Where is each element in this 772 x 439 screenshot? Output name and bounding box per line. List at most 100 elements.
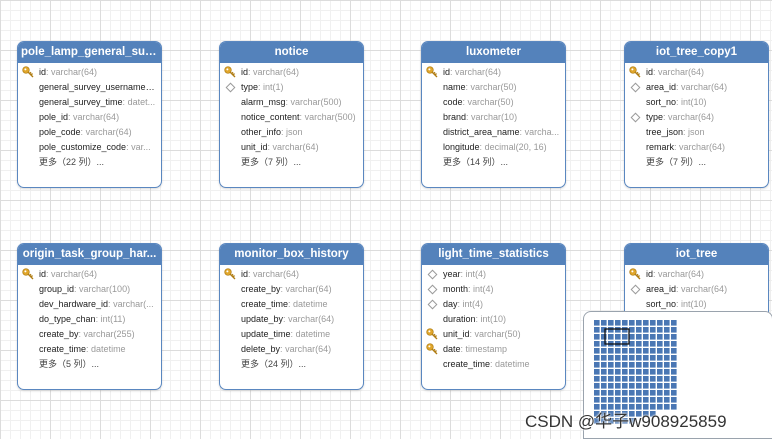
minimap-table-block: [594, 418, 600, 424]
field-row[interactable]: area_id: varchar(64): [625, 282, 768, 297]
field-row[interactable]: do_type_chan: int(11): [18, 312, 161, 327]
field-row[interactable]: pole_id: varchar(64): [18, 110, 161, 125]
field-row[interactable]: delete_by: varchar(64): [220, 342, 363, 357]
field-name: district_area_name: [443, 127, 520, 137]
field-name: general_survey_time: [39, 97, 123, 107]
minimap-table-block: [601, 369, 607, 375]
minimap-table-block: [650, 362, 656, 368]
minimap-table-block: [664, 348, 670, 354]
field-row[interactable]: notice_content: varchar(500): [220, 110, 363, 125]
field-row[interactable]: create_time: datetime: [422, 357, 565, 372]
field-row[interactable]: name: varchar(50): [422, 80, 565, 95]
field-row[interactable]: duration: int(10): [422, 312, 565, 327]
more-columns-link[interactable]: 更多（7 列）...: [241, 157, 302, 167]
field-row[interactable]: pole_code: varchar(64): [18, 125, 161, 140]
field-row[interactable]: sort_no: int(10): [625, 297, 768, 312]
minimap-table-block: [601, 411, 607, 417]
field-row[interactable]: brand: varchar(10): [422, 110, 565, 125]
field-row[interactable]: alarm_msg: varchar(500): [220, 95, 363, 110]
field-row[interactable]: unit_id: varchar(50): [422, 327, 565, 342]
minimap-table-block: [657, 348, 663, 354]
more-columns-link[interactable]: 更多（5 列）...: [39, 359, 100, 369]
more-columns-link[interactable]: 更多（24 列）...: [241, 359, 307, 369]
table-card[interactable]: notice id: varchar(64)type: int(1)alarm_m…: [219, 41, 364, 188]
primary-key-icon: [224, 66, 236, 78]
minimap-table-block: [650, 327, 656, 333]
minimap-table-block: [643, 404, 649, 410]
field-row[interactable]: id: varchar(64): [18, 65, 161, 80]
minimap-table-block: [594, 334, 600, 340]
minimap-viewport[interactable]: [604, 328, 630, 345]
minimap-table-block: [636, 334, 642, 340]
field-name: remark: [646, 142, 675, 152]
field-row[interactable]: update_time: datetime: [220, 327, 363, 342]
minimap-table-block: [608, 383, 614, 389]
field-row[interactable]: id: varchar(64): [220, 267, 363, 282]
more-columns-link[interactable]: 更多（7 列）...: [646, 157, 707, 167]
minimap-table-block: [657, 376, 663, 382]
field-row[interactable]: area_id: varchar(64): [625, 80, 768, 95]
field-row[interactable]: year: int(4): [422, 267, 565, 282]
field-row[interactable]: other_info: json: [220, 125, 363, 140]
field-row[interactable]: create_by: varchar(64): [220, 282, 363, 297]
field-row[interactable]: type: varchar(64): [625, 110, 768, 125]
field-type: timestamp: [465, 344, 508, 354]
more-columns-link[interactable]: 更多（22 列）...: [39, 157, 105, 167]
field-name: brand: [443, 112, 467, 122]
table-card[interactable]: origin_task_group_har...id: varchar(64)g…: [17, 243, 162, 390]
table-title: pole_lamp_general_sur...: [18, 42, 161, 63]
field-row[interactable]: type: int(1): [220, 80, 363, 95]
field-row[interactable]: dev_hardware_id: varchar(...: [18, 297, 161, 312]
field-row[interactable]: group_id: varchar(100): [18, 282, 161, 297]
field-row[interactable]: month: int(4): [422, 282, 565, 297]
field-row[interactable]: create_time: datetime: [18, 342, 161, 357]
field-row[interactable]: remark: varchar(64): [625, 140, 768, 155]
field-row[interactable]: general_survey_time: datet...: [18, 95, 161, 110]
field-row[interactable]: id: varchar(64): [625, 267, 768, 282]
field-row[interactable]: longitude: decimal(20, 16): [422, 140, 565, 155]
minimap-table-block: [615, 390, 621, 396]
field-type: varchar(50): [474, 329, 521, 339]
field-row[interactable]: code: varchar(50): [422, 95, 565, 110]
field-row[interactable]: date: timestamp: [422, 342, 565, 357]
minimap-table-block: [608, 362, 614, 368]
field-name: id: [39, 67, 47, 77]
field-row[interactable]: sort_no: int(10): [625, 95, 768, 110]
field-row[interactable]: pole_customize_code: var...: [18, 140, 161, 155]
field-row[interactable]: district_area_name: varcha...: [422, 125, 565, 140]
field-row[interactable]: general_survey_username: varchar(...: [18, 80, 161, 95]
field-row[interactable]: create_by: varchar(255): [18, 327, 161, 342]
minimap-table-block: [650, 404, 656, 410]
table-card[interactable]: pole_lamp_general_sur...id: varchar(64)g…: [17, 41, 162, 188]
field-type: varchar(500): [290, 97, 342, 107]
field-row[interactable]: id: varchar(64): [625, 65, 768, 80]
table-title: notice: [220, 42, 363, 63]
field-list: year: int(4)month: int(4)day: int(4)dura…: [422, 265, 565, 376]
minimap-table-block: [629, 327, 635, 333]
minimap-table-block: [650, 348, 656, 354]
field-row[interactable]: id: varchar(64): [220, 65, 363, 80]
minimap-view[interactable]: [584, 312, 772, 438]
field-row[interactable]: unit_id: varchar(64): [220, 140, 363, 155]
field-row[interactable]: tree_json: json: [625, 125, 768, 140]
field-type: varcha...: [524, 127, 560, 137]
field-row[interactable]: update_by: varchar(64): [220, 312, 363, 327]
minimap-table-block: [664, 320, 670, 326]
field-row[interactable]: day: int(4): [422, 297, 565, 312]
minimap-table-block: [594, 397, 600, 403]
minimap-table-block: [671, 390, 677, 396]
field-row[interactable]: create_time: datetime: [220, 297, 363, 312]
field-row[interactable]: id: varchar(64): [422, 65, 565, 80]
minimap-table-block: [636, 327, 642, 333]
field-type: varchar(10): [471, 112, 518, 122]
minimap-table-block: [664, 397, 670, 403]
more-columns-link[interactable]: 更多（14 列）...: [443, 157, 509, 167]
minimap-table-block: [594, 383, 600, 389]
field-row[interactable]: id: varchar(64): [18, 267, 161, 282]
minimap[interactable]: [583, 311, 772, 439]
index-diamond-icon: [426, 283, 438, 295]
